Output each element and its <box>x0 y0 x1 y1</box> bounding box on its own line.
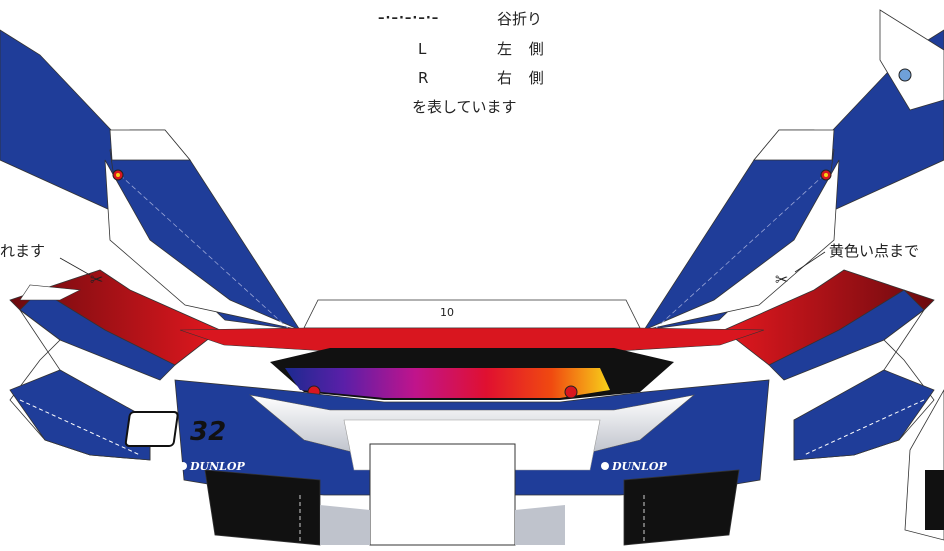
right-wing-panel <box>642 9 944 366</box>
car-number: 32 <box>190 417 226 447</box>
legend-left-label: 左 側 <box>497 40 550 58</box>
center-top-tab: 10 <box>303 299 641 329</box>
right-note-text: 黄色い点まで <box>829 242 920 260</box>
car-number-plate: 32 <box>124 411 226 447</box>
legend-right-key: R <box>418 69 429 87</box>
dunlop-logo-right: DUNLOP <box>611 460 668 473</box>
legend-caption: を表しています <box>412 98 517 116</box>
dunlop-flying-d-left <box>179 462 187 470</box>
svg-text:✂: ✂ <box>775 270 788 289</box>
tab-number: 10 <box>440 306 454 319</box>
svg-text:✂: ✂ <box>90 270 103 289</box>
legend-fold-label: 谷折り <box>497 10 543 28</box>
left-side-flaps <box>9 284 176 461</box>
dunlop-flying-d-right <box>601 462 609 470</box>
scissors-icon: ✂ <box>775 251 826 289</box>
right-side-flaps <box>768 289 935 461</box>
rear-body <box>174 379 770 546</box>
legend-fold-symbol: –·–·–·–·– <box>378 11 440 26</box>
scissors-icon: ✂ <box>59 257 103 289</box>
rear-red-band <box>179 327 765 353</box>
legend-right-label: 右 側 <box>497 69 550 87</box>
legend-left-key: L <box>418 40 427 58</box>
dunlop-logo-left: DUNLOP <box>189 460 246 473</box>
rear-light <box>270 348 674 400</box>
right-edge-part <box>904 389 944 541</box>
left-note-text: れます <box>0 242 46 260</box>
